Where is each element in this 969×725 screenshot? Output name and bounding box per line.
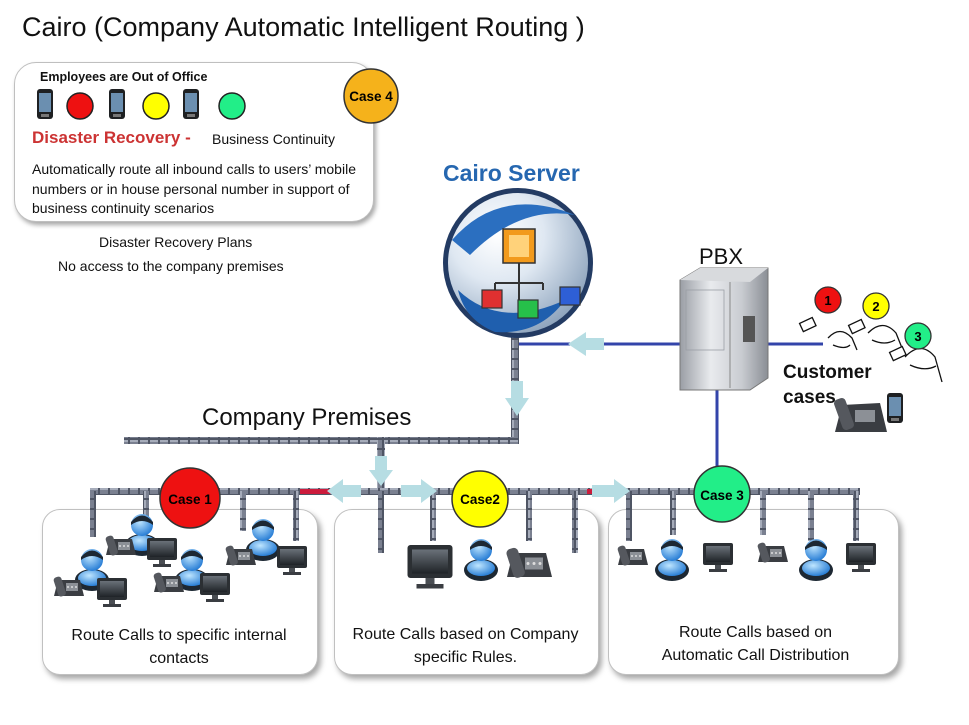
group3-line1: Route Calls based on <box>679 624 832 641</box>
pbx-label: PBX <box>699 244 744 269</box>
arrow-premises-down <box>369 456 393 486</box>
customer-number-2: 2 <box>862 292 890 320</box>
arrow-right-to-case3 <box>592 479 630 503</box>
group1-description: Route Calls to specific internal contact… <box>44 624 314 670</box>
customer-figures <box>798 316 943 383</box>
no-access-note: No access to the company premises <box>58 258 284 274</box>
disaster-recovery-description: Automatically route all inbound calls to… <box>32 161 356 216</box>
customer-cases-line1: Customer <box>783 362 872 383</box>
customer-number-3: 3 <box>904 322 932 350</box>
case1-badge: Case 1 <box>159 467 221 529</box>
disaster-recovery-title: Disaster Recovery - <box>32 128 191 147</box>
group3-devices <box>616 539 876 581</box>
arrow-right-to-case2 <box>401 479 437 503</box>
group-box-acd <box>608 509 899 675</box>
svg-text:1: 1 <box>824 293 831 308</box>
case3-badge: Case 3 <box>693 465 751 523</box>
group3-description: Route Calls based on Automatic Call Dist… <box>608 621 903 667</box>
svg-text:2: 2 <box>872 299 879 314</box>
customer-number-1: 1 <box>814 286 842 314</box>
business-continuity-subtitle: Business Continuity <box>212 131 335 147</box>
case4-badge: Case 4 <box>343 68 399 124</box>
employees-out-heading: Employees are Out of Office <box>40 70 208 84</box>
arrow-left-to-case1 <box>327 479 361 503</box>
company-premises-label: Company Premises <box>202 404 412 431</box>
cairo-server-icon <box>443 188 593 338</box>
group2-line2: specific Rules. <box>413 649 518 666</box>
mobile-phone-icon <box>109 89 125 119</box>
svg-text:3: 3 <box>914 329 921 344</box>
arrow-pbx-to-server <box>568 332 604 356</box>
case3-label: Case 3 <box>700 488 744 503</box>
case1-label: Case 1 <box>168 492 212 507</box>
yellow-status-circle <box>142 92 170 120</box>
page-title: Cairo (Company Automatic Intelligent Rou… <box>22 12 585 42</box>
group1-line2: contacts <box>149 650 209 667</box>
case4-label: Case 4 <box>349 89 393 104</box>
red-status-circle <box>66 92 94 120</box>
blue-connection-lines <box>515 342 823 490</box>
customer-cases-label: Customer cases <box>783 360 872 410</box>
mobile-phone-icon <box>183 89 199 119</box>
disaster-recovery-plans-note: Disaster Recovery Plans <box>99 234 253 250</box>
pbx-server-icon <box>679 267 769 391</box>
green-status-circle <box>218 92 246 120</box>
customer-cases-line2: cases <box>783 387 836 408</box>
customer-desk-phone-icon <box>834 398 887 432</box>
flow-arrows <box>327 332 630 503</box>
group2-devices <box>407 539 552 589</box>
group2-description: Route Calls based on Company specific Ru… <box>334 623 597 669</box>
case2-label: Case2 <box>460 492 500 507</box>
case2-badge: Case2 <box>451 470 509 528</box>
group2-line1: Route Calls based on Company <box>352 626 579 643</box>
group3-line2: Automatic Call Distribution <box>661 647 850 664</box>
disaster-recovery-box <box>14 62 374 222</box>
mobile-phone-icon <box>37 89 53 119</box>
cairo-server-title: Cairo Server <box>443 160 580 186</box>
group1-line1: Route Calls to specific internal <box>71 627 287 644</box>
customer-mobile-icon <box>887 393 903 423</box>
arrow-server-down <box>505 381 529 416</box>
